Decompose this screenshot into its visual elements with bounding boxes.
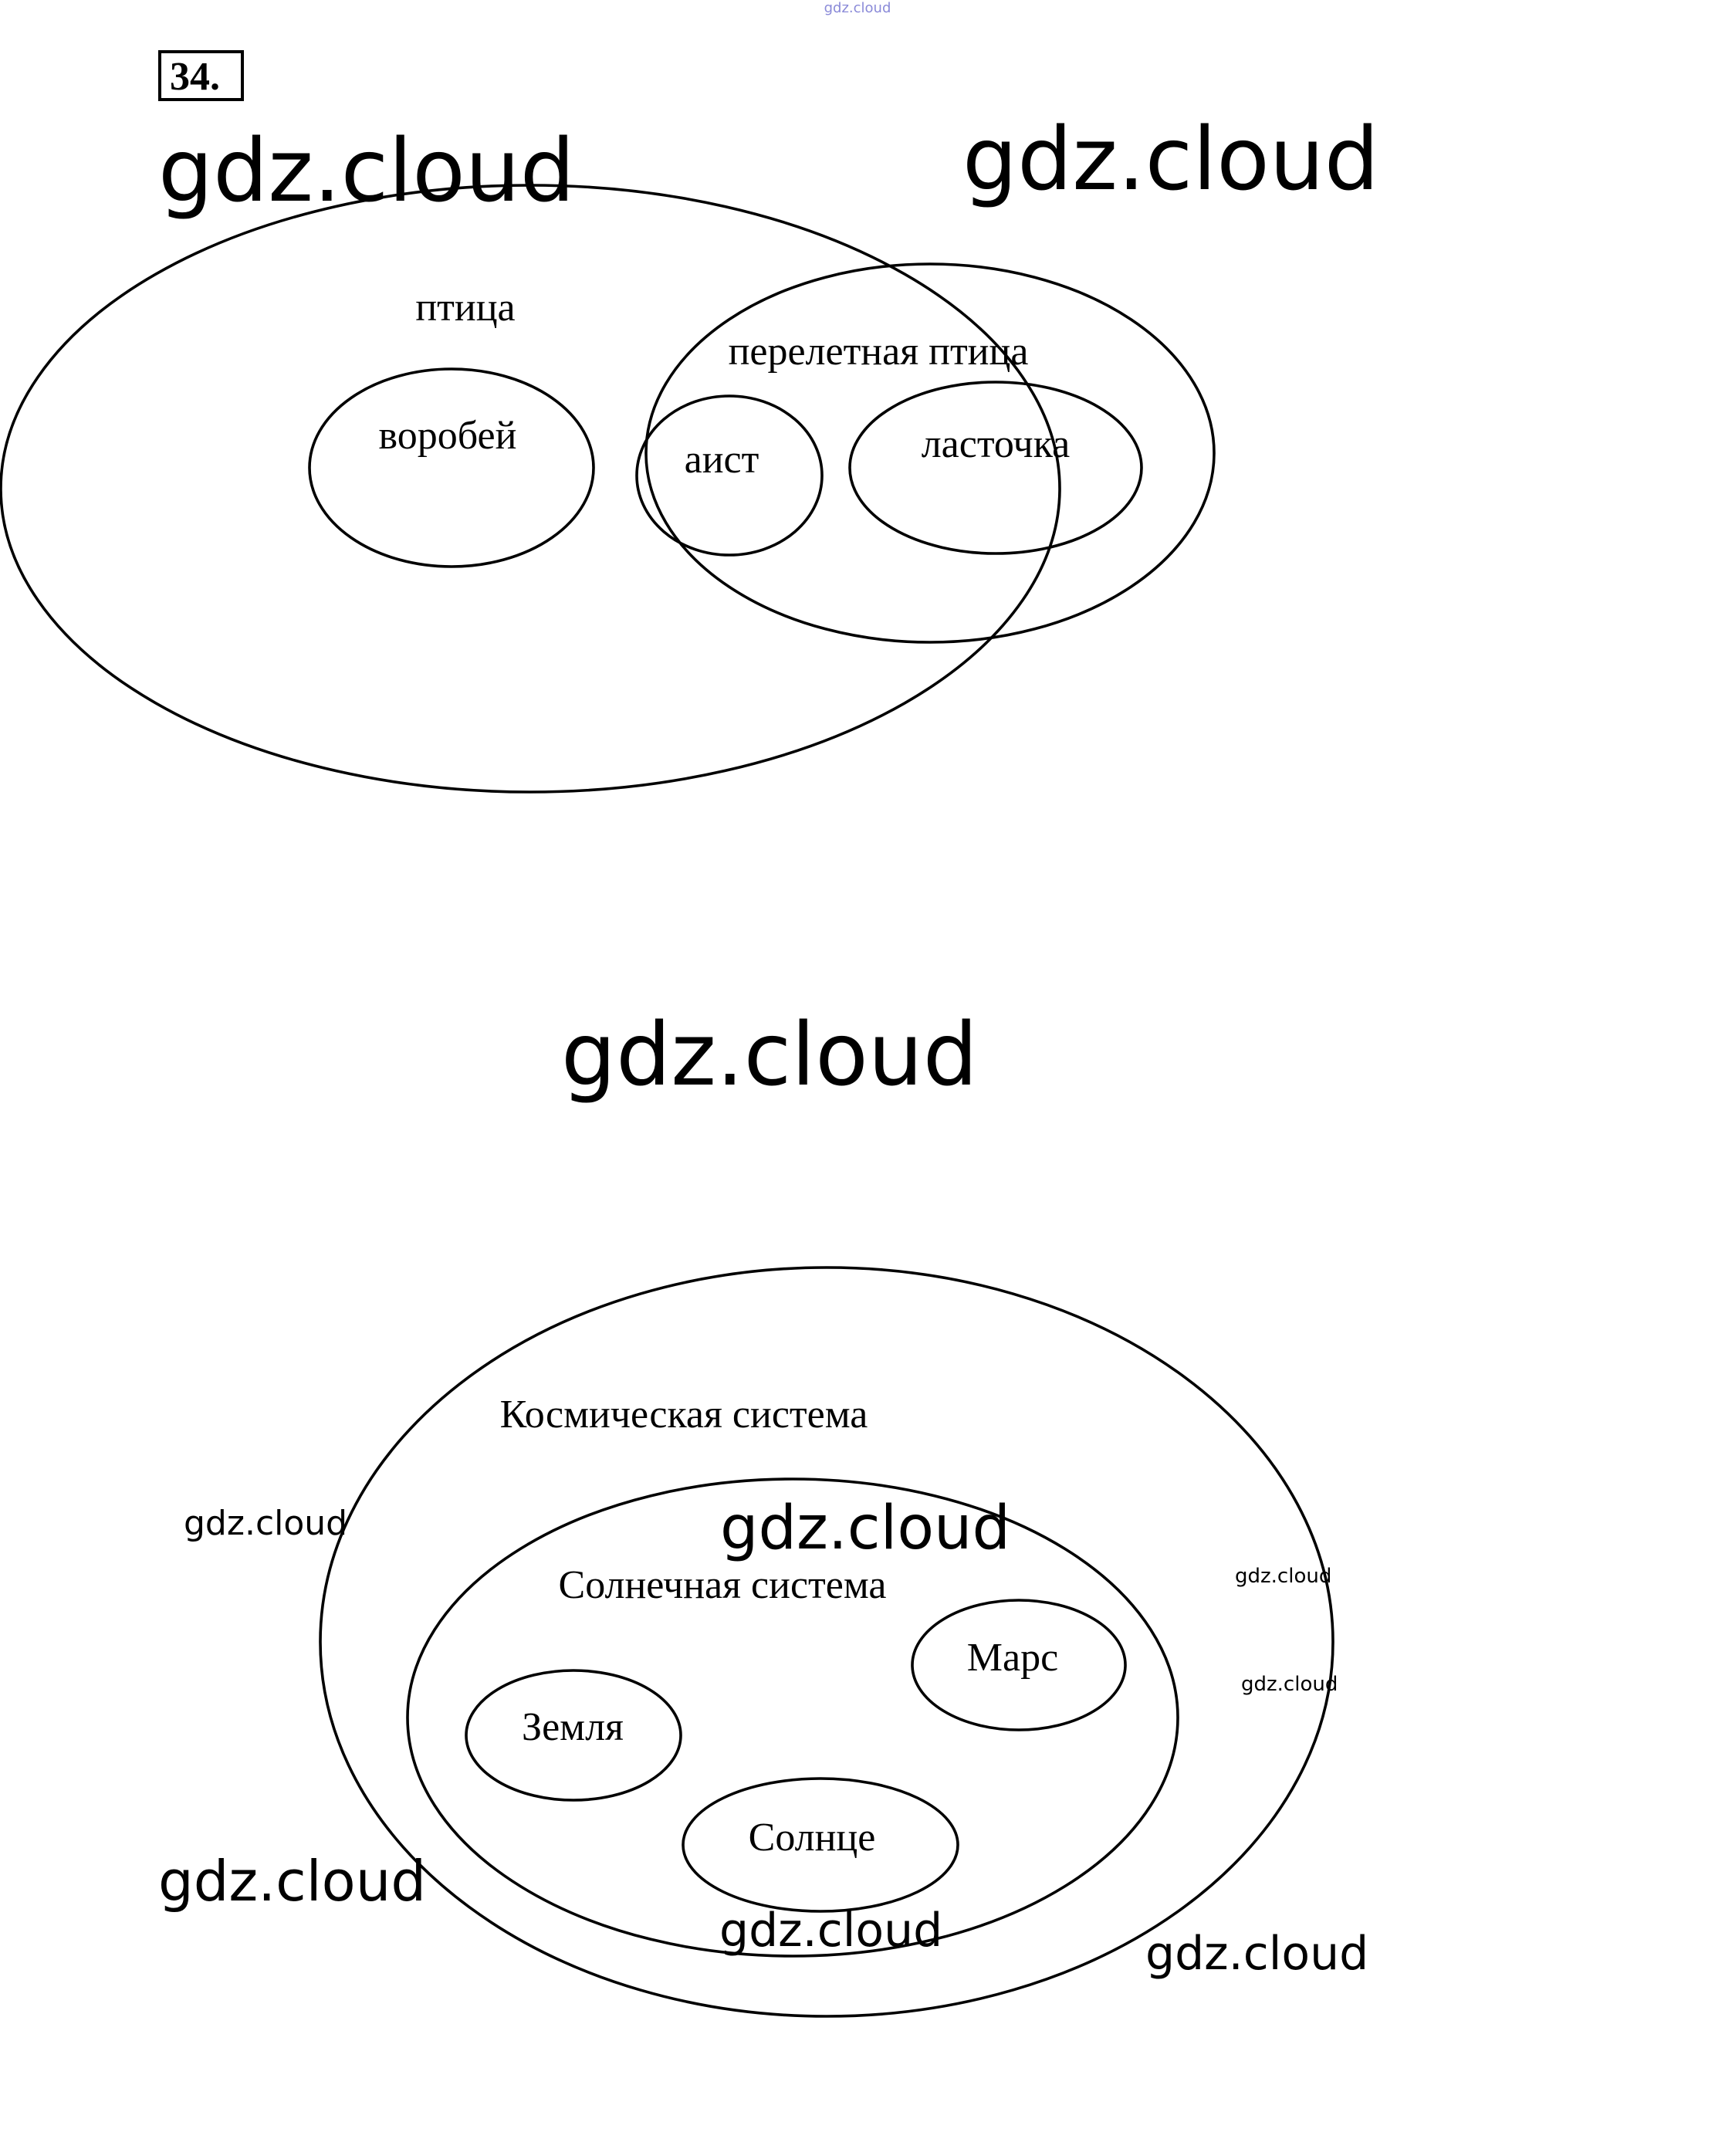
ellipse-mars (911, 1599, 1127, 1731)
label-mars: Марс (967, 1636, 1058, 1680)
task-number-box (158, 50, 244, 101)
ellipse-sparrow (308, 367, 595, 568)
watermark-6: gdz.cloud (1235, 1565, 1331, 1588)
ellipse-migratory (644, 262, 1216, 644)
label-migratory: перелетная птица (729, 330, 1029, 374)
label-sparrow: воробей (379, 414, 517, 458)
label-cosmic: Космическая система (500, 1393, 868, 1437)
watermark-5: gdz.cloud (720, 1494, 1010, 1563)
label-earth: Земля (522, 1705, 624, 1749)
watermark-2: gdz.cloud (962, 110, 1379, 210)
label-stork: аист (685, 438, 759, 482)
watermark-3: gdz.cloud (561, 1005, 978, 1105)
diagram-birds: птица воробей перелетная птица аист ласточка (0, 184, 1216, 794)
watermark-9: gdz.cloud (719, 1904, 942, 1958)
ellipse-stork (635, 394, 824, 557)
ellipse-sun (682, 1777, 959, 1913)
watermark-1: gdz.cloud (158, 121, 575, 222)
watermark-top: gdz.cloud (824, 0, 891, 16)
watermark-7: gdz.cloud (1241, 1673, 1338, 1696)
label-swallow: ласточка (922, 422, 1071, 466)
watermark-8: gdz.cloud (158, 1849, 426, 1914)
ellipse-cosmic (319, 1266, 1334, 2018)
label-bird: птица (415, 286, 515, 330)
watermarks: gdz.cloud gdz.cloud gdz.cloud gdz.cloud gdz.… (158, 110, 1379, 1981)
watermark-4: gdz.cloud (184, 1504, 347, 1543)
ellipse-bird (0, 184, 1061, 794)
label-solar: Солнечная система (559, 1563, 887, 1607)
ellipse-earth (465, 1669, 682, 1802)
watermark-10: gdz.cloud (1145, 1927, 1368, 1981)
ellipse-solar (406, 1477, 1179, 1958)
task-number: 34. (170, 55, 220, 99)
label-sun: Солнце (749, 1816, 876, 1860)
ellipse-swallow (848, 381, 1143, 555)
